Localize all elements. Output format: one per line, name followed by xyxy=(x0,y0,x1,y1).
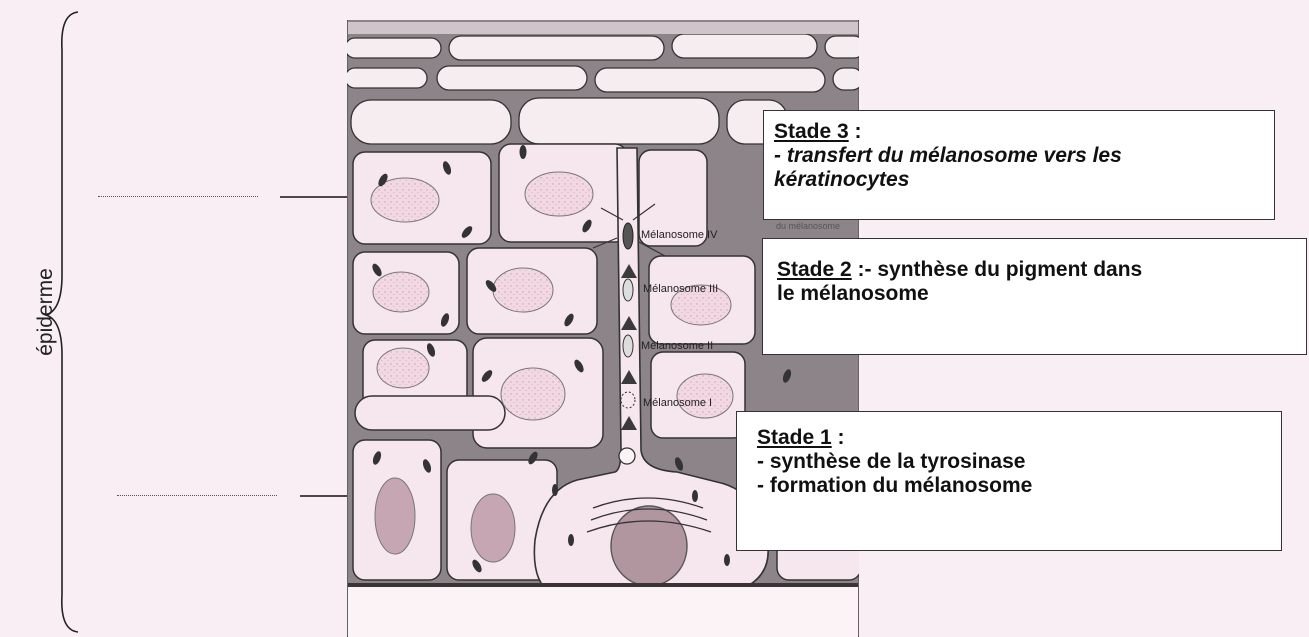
stade2-sep: :- xyxy=(852,258,878,281)
stade2-title: Stade 2 xyxy=(777,258,852,281)
stade1-line-1: - synthèse de la tyrosinase xyxy=(757,450,1261,474)
melanosome-i-label: Mélanosome I xyxy=(643,397,712,409)
stade3-box: Stade 3 : - transfert du mélanosome vers… xyxy=(763,110,1275,220)
stade1-box: Stade 1 : - synthèse de la tyrosinase - … xyxy=(736,411,1282,551)
melanosome-iii-label: Mélanosome III xyxy=(643,283,718,295)
stade2-line-2: le mélanosome xyxy=(777,282,1292,306)
melanosome-ii-label: Mélanosome II xyxy=(641,340,713,352)
stade3-title: Stade 3 xyxy=(774,120,849,143)
hidden-fragment: du mélanosome xyxy=(776,221,840,231)
stade3-line-1: - transfert du mélanosome vers les xyxy=(774,144,1264,168)
stade2-line-1: synthèse du pigment dans xyxy=(877,258,1142,281)
stade1-line-2: - formation du mélanosome xyxy=(757,474,1261,498)
melanosome-iv-label: Mélanosome IV xyxy=(641,229,717,241)
stade2-box: Stade 2 :- synthèse du pigment dans le m… xyxy=(762,238,1307,355)
stade3-line-2: kératinocytes xyxy=(774,168,1264,192)
stade1-title: Stade 1 xyxy=(757,426,832,449)
